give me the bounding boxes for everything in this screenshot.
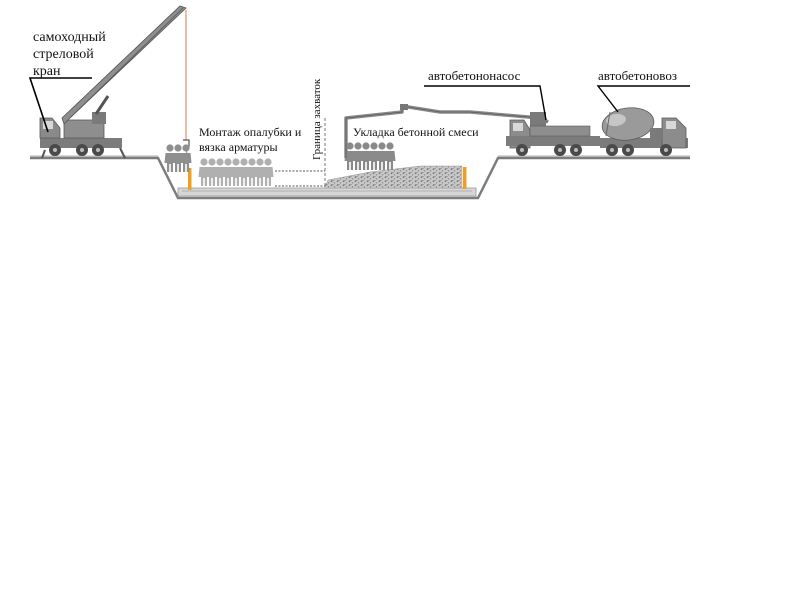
formwork-label-line2: вязка арматуры xyxy=(199,140,278,154)
workers-formwork-dark xyxy=(164,144,192,172)
laying-label: Укладка бетонной смеси xyxy=(353,125,479,139)
formwork-label-line1: Монтаж опалубки и xyxy=(199,125,302,139)
pump-label: автобетононасос xyxy=(428,68,521,83)
foundation-slab xyxy=(177,187,477,197)
mixer-leader xyxy=(596,85,690,113)
pump-leader xyxy=(424,85,547,121)
ground-pit xyxy=(30,155,690,200)
mixer-label: автобетоновоз xyxy=(598,68,677,83)
workers-formwork xyxy=(198,158,274,186)
mobile-crane xyxy=(39,5,187,159)
border-label: Граница захваток xyxy=(311,78,323,160)
formwork-left xyxy=(188,168,192,190)
formwork-right xyxy=(463,167,467,189)
concrete-pump-truck xyxy=(344,104,600,158)
workers-laying xyxy=(344,142,396,170)
crane-label-line1: самоходный xyxy=(33,30,106,45)
crane-label-line3: кран xyxy=(33,64,61,79)
concrete-mix xyxy=(324,165,463,189)
rebar xyxy=(275,170,325,187)
concrete-mixer-truck xyxy=(600,107,688,156)
crane-label-line2: стреловой xyxy=(33,47,94,62)
crane-leader xyxy=(28,77,92,133)
